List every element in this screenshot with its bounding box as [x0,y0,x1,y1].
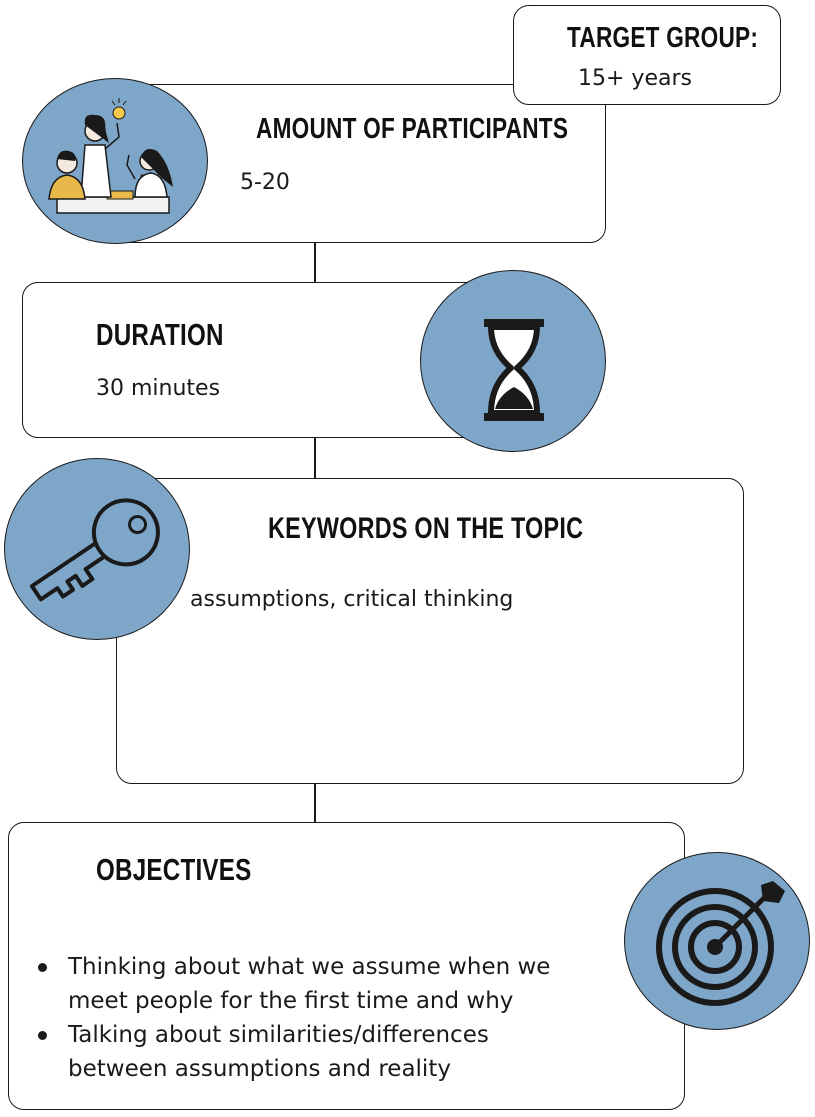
keywords-value: assumptions, critical thinking [190,587,514,612]
target-icon [624,852,810,1030]
participants-heading: Amount of participants [256,113,569,145]
objectives-card [8,822,685,1110]
keywords-card [116,478,744,784]
target-group-value: 15+ years [578,66,692,91]
key-icon [4,458,190,640]
target-group-card [513,5,781,105]
list-item: Thinking about what we assume when we me… [32,950,632,1018]
objective-2-line-2: between assumptions and reality [68,1056,451,1082]
objective-1-line-2: meet people for the first time and why [68,988,514,1014]
objectives-list: Thinking about what we assume when we me… [32,950,632,1086]
connector-line [314,783,316,823]
participants-value: 5-20 [240,170,290,195]
duration-heading: Duration [96,317,224,352]
connector-line [314,437,316,479]
objectives-heading: Objectives [96,852,252,887]
keywords-heading: Keywords on the topic [268,512,584,545]
hourglass-icon [420,270,606,452]
participants-illustration [22,78,208,244]
connector-line [314,242,316,284]
duration-value: 30 minutes [96,376,221,401]
target-group-heading: Target group: [567,22,759,54]
objective-1-line-1: Thinking about what we assume when we [68,954,551,980]
list-item: Talking about similarities/differences b… [32,1018,632,1086]
objective-2-line-1: Talking about similarities/differences [68,1022,489,1048]
